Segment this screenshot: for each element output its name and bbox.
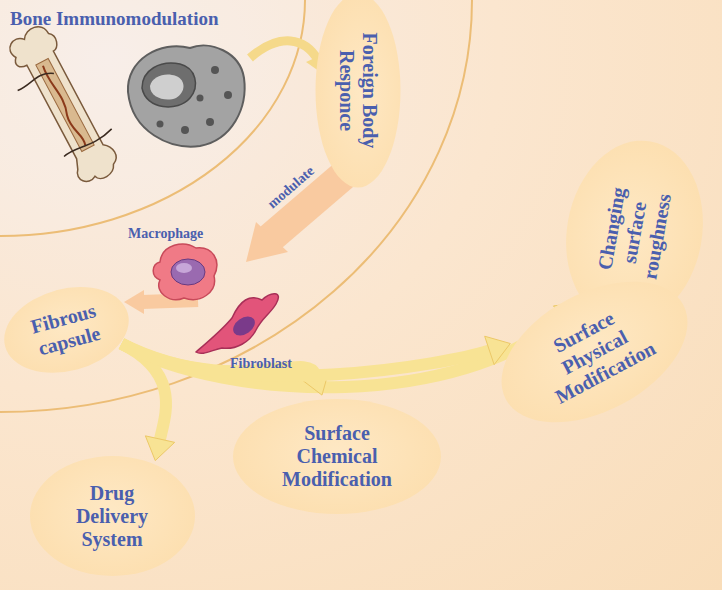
- node-text: Drug Delivery System: [66, 482, 158, 551]
- bone-illustration: [0, 17, 130, 194]
- fibroblast-cell: [196, 294, 278, 354]
- node-text: Foreign Body Responce: [335, 25, 381, 155]
- modulate-arrow-head: [246, 222, 288, 262]
- arrow-head: [145, 436, 174, 461]
- cell-label: Fibroblast: [230, 356, 292, 372]
- arrow-shaft: [122, 317, 564, 387]
- node-text: Changing surface roughness: [591, 173, 678, 291]
- ellipse-node: Fibrous capsule: [0, 274, 138, 386]
- implant-cage: [128, 46, 245, 147]
- cell-label: Macrophage: [128, 226, 203, 242]
- ellipse-node: Foreign Body Responce: [316, 0, 401, 187]
- implant-arrow: [250, 41, 318, 60]
- yellow-arrow: [122, 336, 511, 376]
- node-text: Surface Chemical Modification: [267, 422, 407, 491]
- macrophage-cell: [153, 244, 217, 300]
- node-text: Surface Physical Modification: [518, 290, 670, 414]
- outer-arc: [0, 0, 472, 412]
- arrow-shaft: [122, 344, 490, 376]
- capsule-arrow: [142, 300, 198, 302]
- diagram-title: Bone Immunomodulation: [10, 8, 219, 30]
- node-text: Fibrous capsule: [20, 297, 111, 363]
- ellipse-node: Drug Delivery System: [30, 456, 195, 576]
- ellipse-node: Surface Chemical Modification: [233, 399, 441, 514]
- inner-arc: [0, 0, 305, 236]
